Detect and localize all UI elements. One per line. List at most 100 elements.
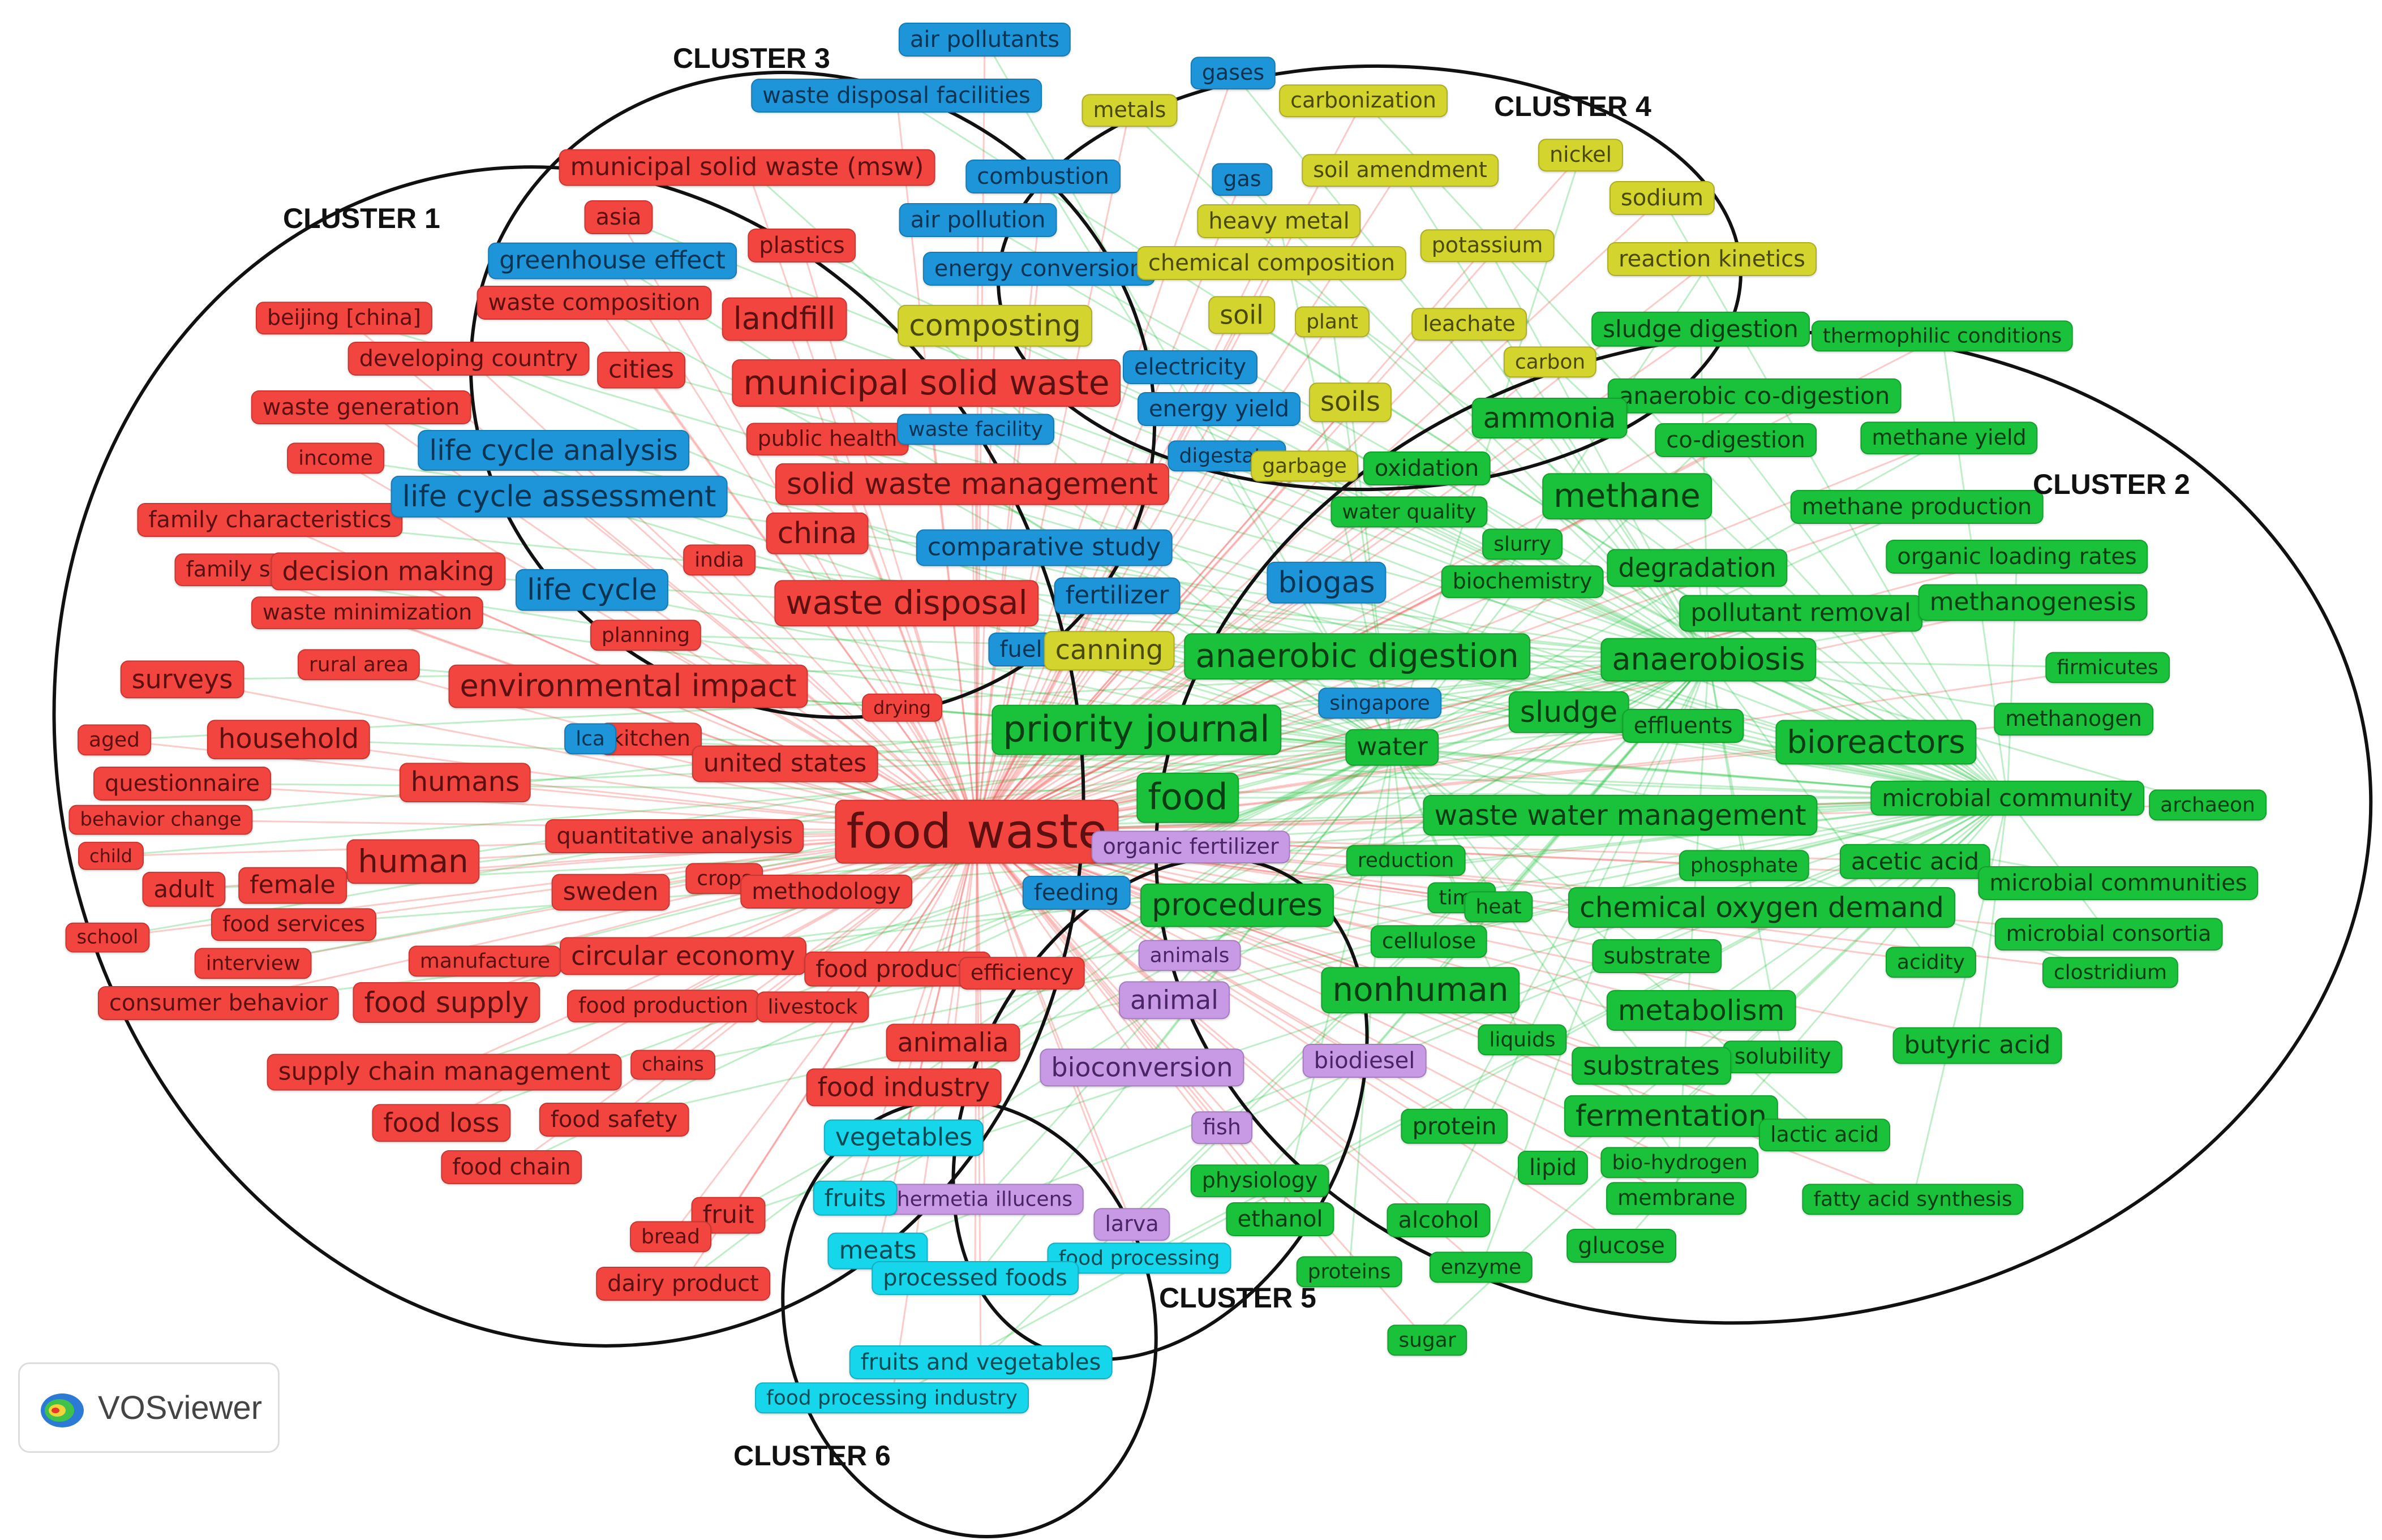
keyword-vegetables[interactable]: vegetables xyxy=(823,1119,984,1156)
keyword-china[interactable]: china xyxy=(766,512,869,555)
keyword-methanogenesis[interactable]: methanogenesis xyxy=(1918,584,2148,621)
keyword-thermophilic-conditions[interactable]: thermophilic conditions xyxy=(1811,320,2074,352)
keyword-sludge[interactable]: sludge xyxy=(1508,691,1629,734)
keyword-aged[interactable]: aged xyxy=(78,724,151,756)
keyword-biogas[interactable]: biogas xyxy=(1267,561,1387,604)
keyword-composting[interactable]: composting xyxy=(898,304,1092,347)
keyword-waste-facility[interactable]: waste facility xyxy=(897,414,1054,445)
keyword-enzyme[interactable]: enzyme xyxy=(1429,1251,1533,1283)
keyword-decision-making[interactable]: decision making xyxy=(271,552,506,591)
keyword-heat[interactable]: heat xyxy=(1464,891,1533,923)
keyword-feeding[interactable]: feeding xyxy=(1022,876,1131,910)
keyword-plant[interactable]: plant xyxy=(1295,306,1370,338)
keyword-greenhouse-effect[interactable]: greenhouse effect xyxy=(488,242,737,279)
keyword-female[interactable]: female xyxy=(238,867,347,904)
keyword-bioconversion[interactable]: bioconversion xyxy=(1040,1048,1244,1087)
keyword-humans[interactable]: humans xyxy=(399,763,531,802)
keyword-cellulose[interactable]: cellulose xyxy=(1370,925,1488,958)
keyword-alcohol[interactable]: alcohol xyxy=(1387,1203,1491,1237)
keyword-drying[interactable]: drying xyxy=(862,693,942,722)
keyword-chemical-oxygen-demand[interactable]: chemical oxygen demand xyxy=(1568,887,1956,928)
keyword-cities[interactable]: cities xyxy=(597,351,685,389)
keyword-dairy-product[interactable]: dairy product xyxy=(596,1267,770,1301)
keyword-methane[interactable]: methane xyxy=(1542,473,1712,519)
keyword-sodium[interactable]: sodium xyxy=(1609,181,1715,215)
keyword-child[interactable]: child xyxy=(78,841,144,871)
keyword-firmicutes[interactable]: firmicutes xyxy=(2045,652,2170,683)
keyword-microbial-consortia[interactable]: microbial consortia xyxy=(1994,918,2223,950)
keyword-municipal-solid-waste[interactable]: municipal solid waste xyxy=(732,359,1121,407)
keyword-income[interactable]: income xyxy=(287,442,384,474)
keyword-waste-water-management[interactable]: waste water management xyxy=(1423,795,1818,836)
keyword-solubility[interactable]: solubility xyxy=(1723,1040,1843,1073)
keyword-proteins[interactable]: proteins xyxy=(1296,1256,1402,1288)
keyword-reaction-kinetics[interactable]: reaction kinetics xyxy=(1607,242,1817,276)
keyword-co-digestion[interactable]: co-digestion xyxy=(1655,423,1817,457)
keyword-india[interactable]: india xyxy=(683,544,756,576)
keyword-rural-area[interactable]: rural area xyxy=(297,649,420,681)
keyword-acidity[interactable]: acidity xyxy=(1885,947,1977,978)
keyword-municipal-solid-waste-msw[interactable]: municipal solid waste (msw) xyxy=(559,149,935,186)
keyword-membrane[interactable]: membrane xyxy=(1606,1182,1746,1215)
keyword-clostridium[interactable]: clostridium xyxy=(2042,957,2179,988)
keyword-microbial-community[interactable]: microbial community xyxy=(1870,780,2144,816)
keyword-waste-minimization[interactable]: waste minimization xyxy=(251,596,484,629)
keyword-water[interactable]: water xyxy=(1345,729,1439,766)
keyword-electricity[interactable]: electricity xyxy=(1122,350,1258,384)
keyword-behavior-change[interactable]: behavior change xyxy=(68,805,253,835)
keyword-food-waste[interactable]: food waste xyxy=(835,799,1119,864)
keyword-chemical-composition[interactable]: chemical composition xyxy=(1136,246,1407,280)
keyword-biodiesel[interactable]: biodiesel xyxy=(1302,1044,1427,1078)
keyword-reduction[interactable]: reduction xyxy=(1346,845,1466,876)
keyword-school[interactable]: school xyxy=(65,922,150,953)
keyword-livestock[interactable]: livestock xyxy=(756,991,869,1023)
keyword-gas[interactable]: gas xyxy=(1212,163,1273,196)
keyword-sugar[interactable]: sugar xyxy=(1387,1324,1467,1356)
keyword-methodology[interactable]: methodology xyxy=(740,875,912,909)
keyword-anaerobiosis[interactable]: anaerobiosis xyxy=(1600,638,1817,682)
keyword-heavy-metal[interactable]: heavy metal xyxy=(1197,204,1361,238)
keyword-archaeon[interactable]: archaeon xyxy=(2149,789,2267,821)
keyword-planning[interactable]: planning xyxy=(590,620,702,651)
keyword-bio-hydrogen[interactable]: bio-hydrogen xyxy=(1600,1147,1759,1178)
keyword-waste-disposal[interactable]: waste disposal xyxy=(774,580,1039,626)
keyword-oxidation[interactable]: oxidation xyxy=(1363,451,1491,485)
keyword-microbial-communities[interactable]: microbial communities xyxy=(1978,866,2259,900)
keyword-butyric-acid[interactable]: butyric acid xyxy=(1892,1027,2062,1064)
keyword-carbonization[interactable]: carbonization xyxy=(1279,84,1448,117)
keyword-public-health[interactable]: public health xyxy=(746,423,909,455)
keyword-protein[interactable]: protein xyxy=(1401,1108,1508,1145)
keyword-organic-loading-rates[interactable]: organic loading rates xyxy=(1886,540,2148,574)
keyword-food-supply[interactable]: food supply xyxy=(353,982,540,1023)
keyword-animals[interactable]: animals xyxy=(1138,940,1241,971)
keyword-substrates[interactable]: substrates xyxy=(1572,1047,1731,1085)
keyword-food-processing-industry[interactable]: food processing industry xyxy=(755,1382,1029,1414)
keyword-sludge-digestion[interactable]: sludge digestion xyxy=(1591,311,1810,347)
keyword-pollutant-removal[interactable]: pollutant removal xyxy=(1679,595,1922,632)
keyword-nickel[interactable]: nickel xyxy=(1538,139,1624,171)
keyword-food-chain[interactable]: food chain xyxy=(441,1150,582,1184)
keyword-food-processing[interactable]: food processing xyxy=(1047,1242,1231,1274)
keyword-life-cycle-analysis[interactable]: life cycle analysis xyxy=(418,430,689,471)
keyword-physiology[interactable]: physiology xyxy=(1190,1164,1329,1197)
keyword-quantitative-analysis[interactable]: quantitative analysis xyxy=(545,819,804,853)
keyword-food-loss[interactable]: food loss xyxy=(372,1104,511,1142)
keyword-liquids[interactable]: liquids xyxy=(1478,1024,1567,1056)
keyword-waste-generation[interactable]: waste generation xyxy=(251,390,471,424)
keyword-slurry[interactable]: slurry xyxy=(1482,528,1563,560)
keyword-lipid[interactable]: lipid xyxy=(1517,1151,1589,1185)
keyword-air-pollutants[interactable]: air pollutants xyxy=(898,23,1071,57)
keyword-bread[interactable]: bread xyxy=(630,1221,711,1253)
keyword-comparative-study[interactable]: comparative study xyxy=(916,529,1173,566)
keyword-air-pollution[interactable]: air pollution xyxy=(899,203,1057,237)
keyword-food-production[interactable]: food production xyxy=(566,990,760,1022)
keyword-soil[interactable]: soil xyxy=(1208,296,1275,334)
keyword-chains[interactable]: chains xyxy=(630,1049,715,1080)
keyword-united-states[interactable]: united states xyxy=(692,745,878,782)
keyword-consumer-behavior[interactable]: consumer behavior xyxy=(97,986,340,1020)
keyword-fermentation[interactable]: fermentation xyxy=(1564,1095,1779,1138)
keyword-potassium[interactable]: potassium xyxy=(1420,229,1555,262)
keyword-fruits[interactable]: fruits xyxy=(813,1180,898,1216)
keyword-adult[interactable]: adult xyxy=(142,871,226,907)
keyword-animal[interactable]: animal xyxy=(1119,981,1230,1020)
